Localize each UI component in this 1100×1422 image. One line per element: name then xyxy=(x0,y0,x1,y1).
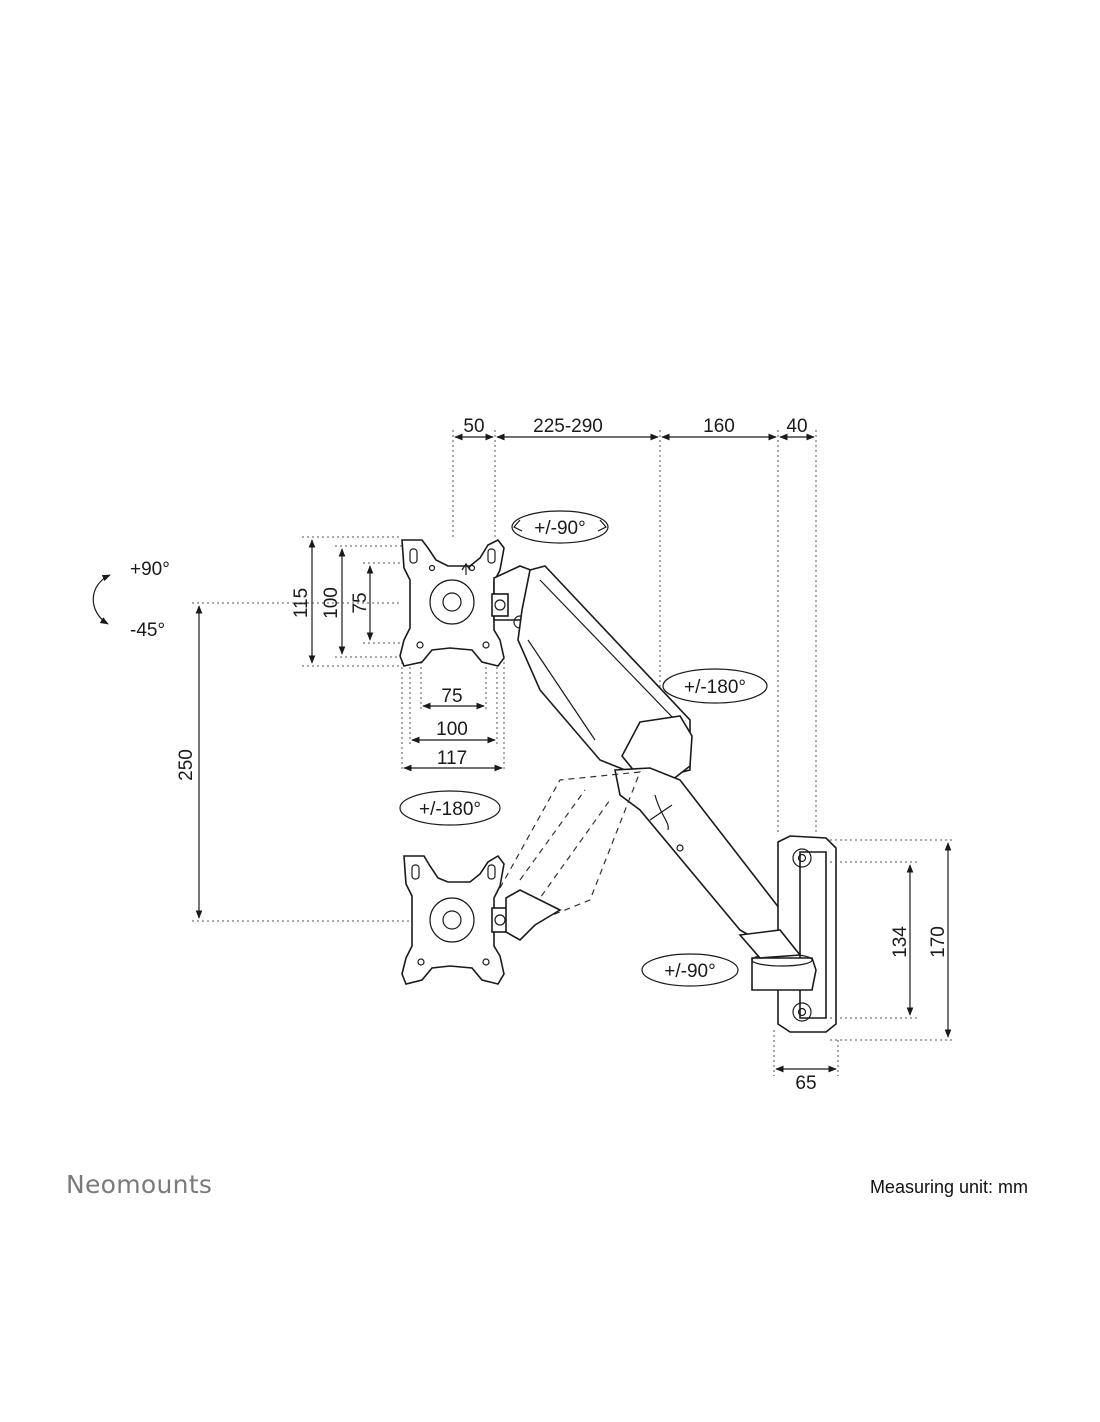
plate-rotation-label: +/-180° xyxy=(419,799,481,820)
wall-plate-dimensions: 134 170 65 xyxy=(773,839,955,1094)
dim-top-225-290: 225-290 xyxy=(533,416,603,437)
tilt-indicator: +90° -45° xyxy=(92,559,170,641)
arm-joint-rotation-label: +/-180° xyxy=(684,677,746,698)
dim-top-50: 50 xyxy=(463,416,484,437)
dim-wall-65: 65 xyxy=(795,1073,816,1094)
measuring-unit-note: Measuring unit: mm xyxy=(869,1177,1028,1197)
dim-vesa-100-h: 100 xyxy=(436,719,468,740)
tilt-down-label: -45° xyxy=(130,620,165,641)
dim-wall-134: 134 xyxy=(890,926,911,958)
dim-top-160: 160 xyxy=(703,416,735,437)
swivel-top-indicator: +/-90° xyxy=(511,510,609,544)
brand-logo: Neomounts xyxy=(66,1170,213,1199)
plate-rotation-indicator: +/-180° xyxy=(399,790,501,826)
dim-vesa-115: 115 xyxy=(291,588,312,618)
dim-top-40: 40 xyxy=(786,416,807,437)
vesa-plate-upper xyxy=(399,538,505,667)
vesa-plate-lower xyxy=(401,854,562,985)
dim-vesa-117: 117 xyxy=(437,748,467,769)
dim-height-250: 250 xyxy=(176,749,197,781)
top-dimension-chain: 50 225-290 160 40 xyxy=(452,416,817,835)
vesa-horizontal-dimensions: 75 100 117 xyxy=(401,662,505,772)
dim-wall-170: 170 xyxy=(928,926,949,958)
dim-vesa-75-h: 75 xyxy=(441,686,462,707)
height-adjust-dimension: 250 xyxy=(176,602,420,922)
arm-upper-position xyxy=(491,565,802,951)
swivel-top-label: +/-90° xyxy=(534,518,585,539)
dim-vesa-100-v: 100 xyxy=(321,587,342,619)
swivel-base-label: +/-90° xyxy=(664,961,715,982)
wall-plate xyxy=(738,835,837,1033)
arm-joint-rotation-indicator: +/-180° xyxy=(662,668,768,704)
dim-vesa-75-v: 75 xyxy=(350,592,371,613)
swivel-base-indicator: +/-90° xyxy=(641,953,739,987)
tilt-up-label: +90° xyxy=(130,559,170,580)
vesa-vertical-dimensions: 115 100 75 xyxy=(291,536,402,667)
